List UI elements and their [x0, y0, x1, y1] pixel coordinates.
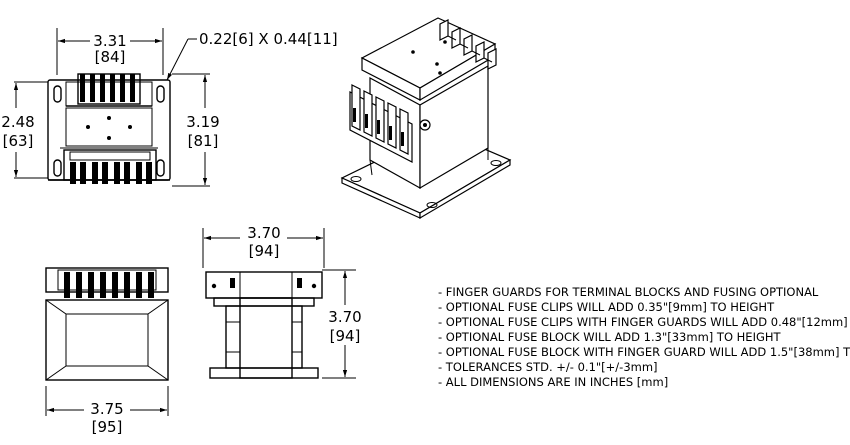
- note-line: - OPTIONAL FUSE BLOCK WILL ADD 1.3"[33mm…: [438, 330, 782, 344]
- top-width-mm-label: [84]: [95, 48, 126, 66]
- front-width-mm-label: [95]: [92, 418, 123, 436]
- front-width-label: 3.75: [90, 400, 123, 418]
- note-line: - FINGER GUARDS FOR TERMINAL BLOCKS AND …: [438, 285, 819, 299]
- front-view: 3.75 [95]: [45, 267, 169, 436]
- side-height-label: 3.70: [328, 308, 361, 326]
- top-right-height-mm-label: [81]: [188, 132, 219, 150]
- side-height-mm-label: [94]: [330, 327, 361, 345]
- note-line: - OPTIONAL FUSE BLOCK WITH FINGER GUARD …: [438, 345, 850, 359]
- side-width-label: 3.70: [247, 224, 280, 242]
- top-left-height-mm-label: [63]: [3, 132, 34, 150]
- isometric-view: [340, 17, 512, 220]
- note-line: - OPTIONAL FUSE CLIPS WILL ADD 0.35"[9mm…: [438, 300, 775, 314]
- note-line: - ALL DIMENSIONS ARE IN INCHES [mm]: [438, 375, 668, 389]
- side-view: 3.70 [94] 3.70 [94]: [202, 224, 362, 379]
- side-width-mm-label: [94]: [249, 242, 280, 260]
- top-right-height-label: 3.19: [186, 113, 219, 131]
- top-view: 3.31 [84] 0.22[6] X 0.44[11] 2.48 [63] 3…: [1, 28, 338, 187]
- top-width-label: 3.31: [93, 32, 126, 50]
- note-line: - OPTIONAL FUSE CLIPS WITH FINGER GUARDS…: [438, 315, 850, 329]
- note-line: - TOLERANCES STD. +/- 0.1"[+/-3mm]: [438, 360, 658, 374]
- notes-block: - FINGER GUARDS FOR TERMINAL BLOCKS AND …: [438, 285, 850, 389]
- slot-size-label: 0.22[6] X 0.44[11]: [199, 30, 338, 48]
- top-left-height-label: 2.48: [1, 113, 34, 131]
